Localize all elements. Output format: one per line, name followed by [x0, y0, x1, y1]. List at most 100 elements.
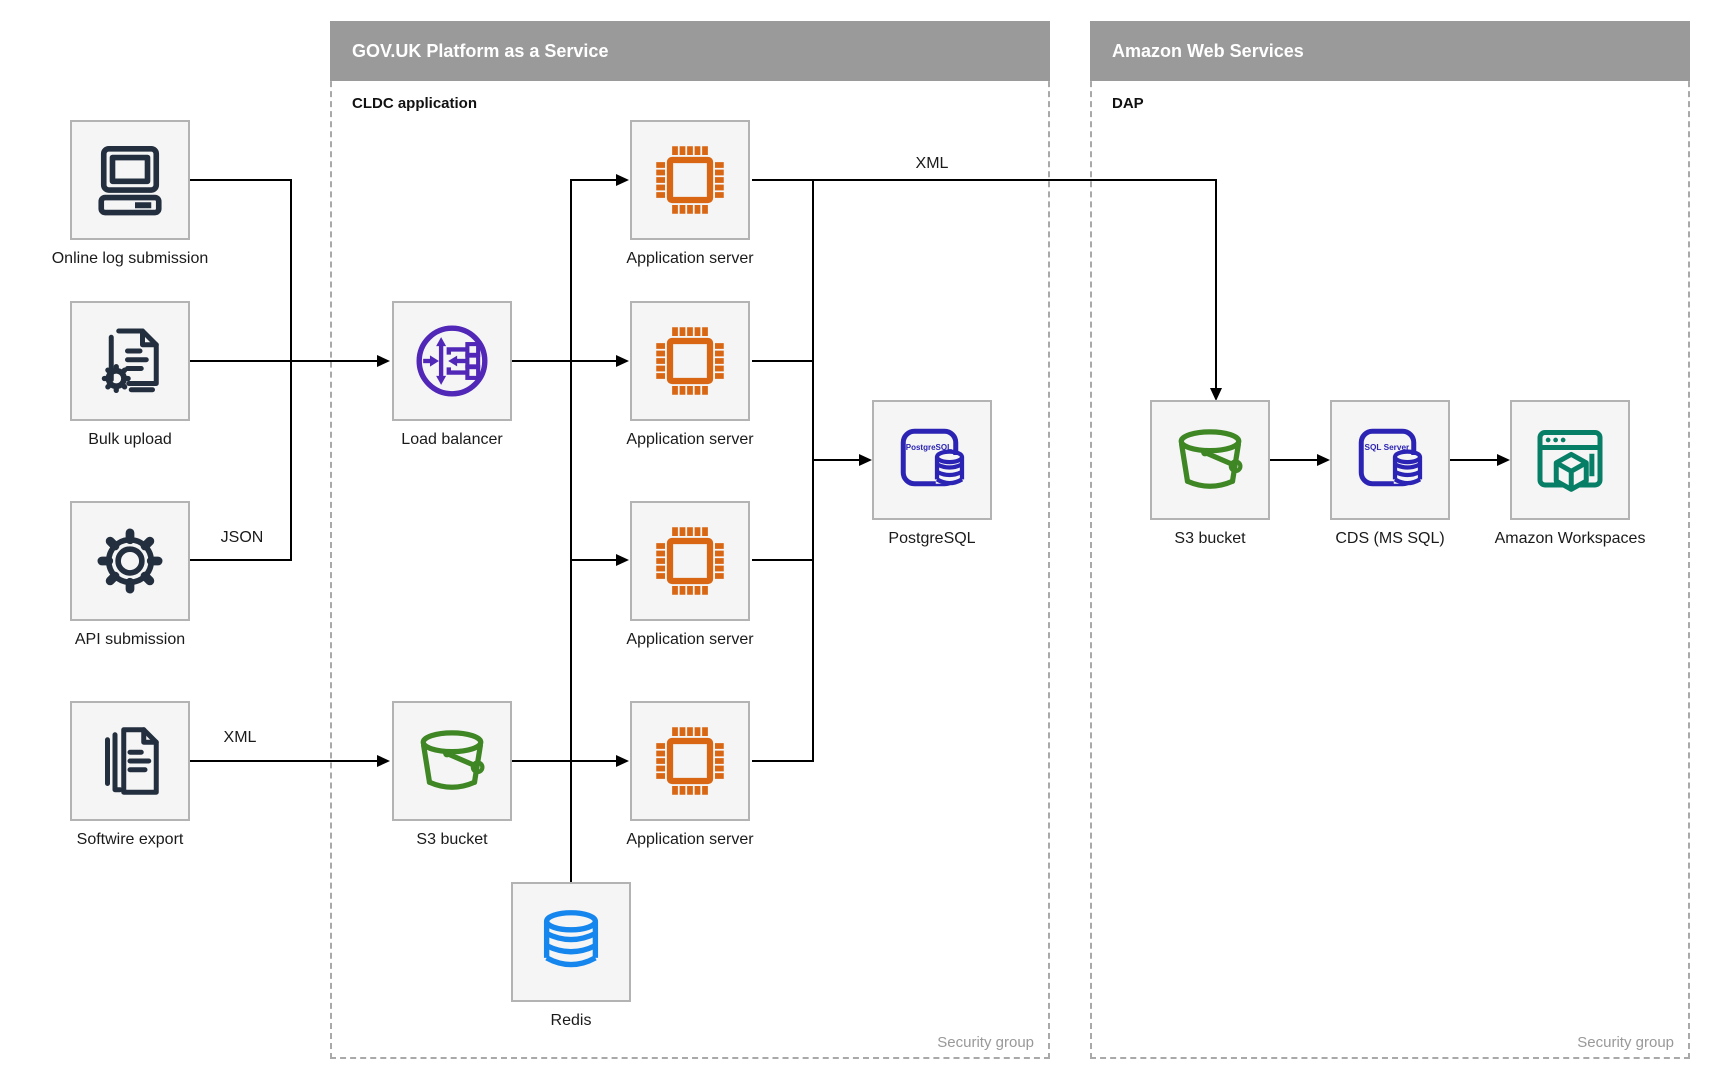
computer-icon	[90, 140, 170, 220]
s3-bucket-aws-box	[1150, 400, 1270, 520]
node-label: PostgreSQL	[888, 530, 976, 547]
app-server-box	[630, 301, 750, 421]
app-server-box	[630, 501, 750, 621]
node-label: Softwire export	[76, 831, 184, 848]
softwire-export-box	[70, 701, 190, 821]
edge-lb-to-app2	[512, 360, 616, 362]
node-application-server-3: Application server	[626, 501, 754, 648]
arrowhead-app4	[616, 755, 629, 767]
database-icon	[532, 903, 610, 981]
postgresql-badge-text: PostgreSQL	[906, 443, 952, 452]
paas-security-group-label: Security group	[937, 1034, 1034, 1051]
edge-label-xml-softwire: XML	[223, 729, 257, 746]
edge-into-load-balancer	[190, 360, 377, 362]
edge-s3-to-cds	[1270, 459, 1317, 461]
chip-icon	[650, 721, 730, 801]
node-label: Bulk upload	[88, 431, 172, 448]
node-application-server-2: Application server	[626, 301, 754, 448]
edge-app4-out	[752, 760, 813, 762]
arrowhead-app3	[616, 554, 629, 566]
edge-label-xml-feed: XML	[915, 155, 949, 172]
edge-collection-line	[812, 179, 814, 762]
node-label: S3 bucket	[1174, 530, 1246, 547]
node-s3-bucket-aws: S3 bucket	[1150, 400, 1270, 547]
workspaces-box	[1510, 400, 1630, 520]
node-postgresql: PostgreSQL PostgreSQL	[872, 400, 992, 547]
edge-source-junction	[290, 179, 292, 561]
online-log-box	[70, 120, 190, 240]
edge-dist-to-app1	[570, 179, 616, 181]
sql-server-badge-text: SQL Server	[1364, 443, 1410, 452]
edge-softwire-to-s3	[190, 760, 377, 762]
bucket-icon	[412, 721, 492, 801]
aws-security-group-label: Security group	[1577, 1034, 1674, 1051]
load-balancer-icon	[411, 320, 493, 402]
edge-onlinelog-out	[190, 179, 290, 181]
gear-icon	[90, 521, 170, 601]
node-amazon-workspaces: Amazon Workspaces	[1495, 400, 1645, 547]
arrowhead-load-balancer	[377, 355, 390, 367]
node-label: Application server	[626, 831, 754, 848]
arrowhead-app1	[616, 174, 629, 186]
node-label: Application server	[626, 631, 754, 648]
edge-app3-out	[752, 559, 813, 561]
api-submission-box	[70, 501, 190, 621]
bulk-upload-box	[70, 301, 190, 421]
arrowhead-workspaces	[1497, 454, 1510, 466]
node-label: API submission	[74, 631, 186, 648]
arrowhead-cds	[1317, 454, 1330, 466]
node-softwire-export: Softwire export	[70, 701, 190, 848]
node-label: Load balancer	[401, 431, 503, 448]
node-label: Application server	[626, 431, 754, 448]
edge-s3-to-app4	[512, 760, 616, 762]
sql-server-icon: SQL Server	[1358, 428, 1423, 487]
document-gear-icon	[90, 321, 170, 401]
node-online-log-submission: Online log submission	[52, 120, 208, 267]
arrowhead-s3-paas	[377, 755, 390, 767]
node-cds-ms-sql: SQL Server CDS (MS SQL)	[1330, 400, 1450, 547]
edge-dist-to-app3	[570, 559, 616, 561]
edge-cds-to-workspaces	[1450, 459, 1497, 461]
chip-icon	[650, 521, 730, 601]
node-label: Application server	[626, 250, 754, 267]
node-redis: Redis	[511, 882, 631, 1029]
bucket-icon	[1170, 420, 1250, 500]
aws-header: Amazon Web Services	[1090, 21, 1690, 81]
arrowhead-s3-aws	[1210, 388, 1222, 401]
node-application-server-4: Application server	[626, 701, 754, 848]
node-api-submission: API submission	[70, 501, 190, 648]
edge-api-json-out	[190, 559, 290, 561]
edge-app1-xml-feed	[752, 179, 1217, 181]
paas-container: GOV.UK Platform as a Service CLDC applic…	[330, 21, 1050, 1059]
edge-app2-out	[752, 360, 813, 362]
arrowhead-app2	[616, 355, 629, 367]
postgresql-icon: PostgreSQL	[900, 428, 965, 487]
edge-into-postgresql	[812, 459, 859, 461]
aws-sublabel: DAP	[1112, 95, 1144, 112]
documents-stack-icon	[90, 721, 170, 801]
node-application-server-1: Application server	[626, 120, 754, 267]
node-label: Online log submission	[51, 250, 209, 267]
node-bulk-upload: Bulk upload	[70, 301, 190, 448]
app-server-box	[630, 701, 750, 821]
chip-icon	[650, 140, 730, 220]
node-label: CDS (MS SQL)	[1335, 530, 1445, 547]
node-s3-bucket-paas: S3 bucket	[392, 701, 512, 848]
edge-label-json: JSON	[220, 529, 264, 546]
aws-container: Amazon Web Services DAP Security group	[1090, 21, 1690, 1059]
chip-icon	[650, 321, 730, 401]
postgresql-box: PostgreSQL	[872, 400, 992, 520]
app-server-box	[630, 120, 750, 240]
edge-xml-down	[1215, 179, 1217, 389]
arrowhead-postgresql	[859, 454, 872, 466]
load-balancer-box	[392, 301, 512, 421]
node-label: Redis	[550, 1012, 592, 1029]
cds-box: SQL Server	[1330, 400, 1450, 520]
s3-bucket-paas-box	[392, 701, 512, 821]
paas-sublabel: CLDC application	[352, 95, 478, 112]
paas-header: GOV.UK Platform as a Service	[330, 21, 1050, 81]
edge-distribution-line	[570, 179, 572, 884]
workspaces-icon	[1530, 420, 1610, 500]
node-label: S3 bucket	[416, 831, 488, 848]
